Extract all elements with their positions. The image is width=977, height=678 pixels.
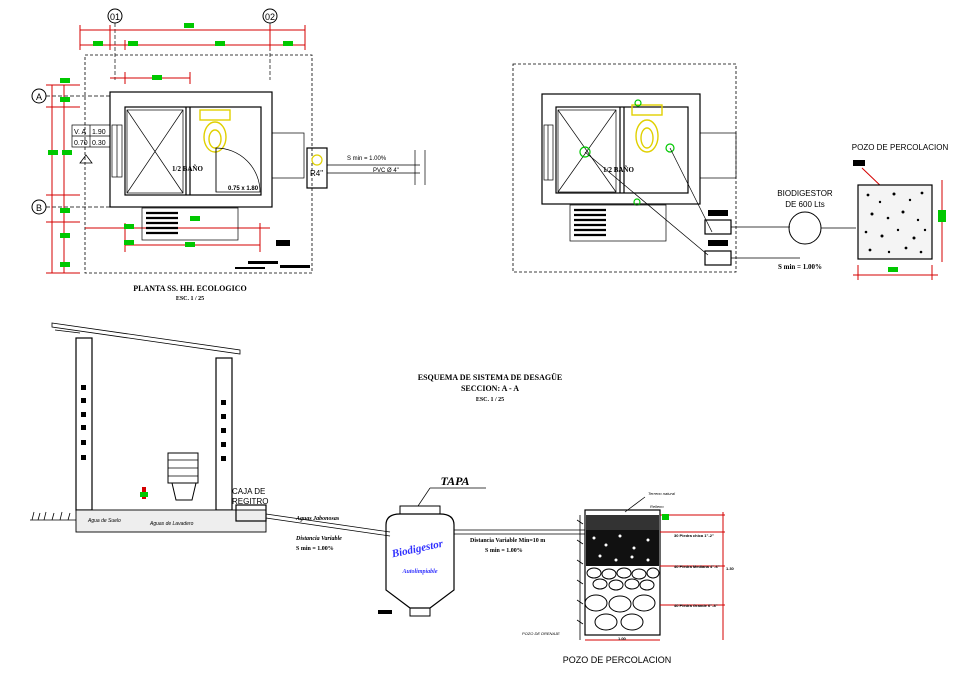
svg-text:1.90: 1.90 xyxy=(92,129,106,136)
plan-inner-wall xyxy=(124,106,262,196)
dist2-label-1: Distancia Variable Min=10 m xyxy=(470,538,545,544)
toilet-fixture xyxy=(199,109,231,153)
caja-label-1: CAJA DE xyxy=(232,487,265,496)
caja-label-2: REGITRO xyxy=(232,497,268,506)
axis-b-label: B xyxy=(36,203,42,213)
section-scale: ESC. 1 / 25 xyxy=(476,397,504,403)
plan-green-tags xyxy=(48,23,293,267)
pozo-depth: 1.30 xyxy=(726,566,735,571)
registry-box-icon xyxy=(311,154,323,166)
biodigestor-sub: Autolimpiable xyxy=(401,569,437,575)
column-right xyxy=(215,357,233,511)
dist-label-1: Distancia Variable xyxy=(295,536,342,542)
section-agua-1: Agua de Suelo xyxy=(87,518,121,524)
axis-2-label: 02 xyxy=(265,12,275,22)
pozo-drenaje-label: POZO DE DRENAJE xyxy=(522,631,560,636)
plan-sink-block xyxy=(141,207,239,241)
layer-3: 40 Piedra Grande 6"-8" xyxy=(674,603,718,608)
layer-1: 30 Piedra chica 1"-2" xyxy=(674,533,714,538)
window-table: V. A 1.90 0.70 0.30 xyxy=(71,124,111,164)
biodigestor-tank: Biodigestor Autolimpiable xyxy=(385,505,455,617)
section-agua-2: Aguas de Lavadero xyxy=(149,521,194,527)
plan-slope-label: S min = 1.00% xyxy=(347,156,387,162)
plan2-slope-label: S min = 1.00% xyxy=(778,263,822,271)
dist2-label-2: S min = 1.00% xyxy=(485,548,523,554)
registry-box-label: R4" xyxy=(310,169,323,178)
biodigestor-label-2: DE 600 Lts xyxy=(785,200,825,209)
biodigestor-symbol xyxy=(788,211,822,245)
section-title: ESQUEMA DE SISTEMA DE DESAGÜE xyxy=(418,373,562,382)
dist-label-2: S min = 1.00% xyxy=(296,546,334,552)
biodigestor-label-1: BIODIGESTOR xyxy=(777,189,833,198)
plan-lot-boundary xyxy=(84,54,313,274)
plan2-view: 1/2 BAÑO BIODIGESTOR DE 600 Lts S min = … xyxy=(512,63,949,280)
door-swing xyxy=(215,147,261,193)
plan2-box-2 xyxy=(704,250,732,266)
terreno-label: Terreno natural xyxy=(648,491,675,496)
registry-box xyxy=(306,147,328,189)
svg-text:0.30: 0.30 xyxy=(92,140,106,147)
pozo-plan-gravel xyxy=(864,191,927,254)
door-size-label: 0.75 x 1.80 xyxy=(228,186,259,192)
plan-scale: ESC. 1 / 25 xyxy=(176,296,204,302)
section-view: ESQUEMA DE SISTEMA DE DESAGÜE SECCION: A… xyxy=(30,322,735,665)
plan-sink-hatch xyxy=(146,211,178,235)
pozo-plan-square xyxy=(857,184,933,260)
pozo-section xyxy=(576,509,661,640)
toilet-elevation xyxy=(167,452,199,501)
svg-text:V. A: V. A xyxy=(74,129,87,136)
section-subtitle: SECCION: A - A xyxy=(461,384,519,393)
roof xyxy=(51,322,241,355)
shower-tray xyxy=(126,109,184,194)
axis-a-label: A xyxy=(36,92,42,102)
layer-2: 40 Piedra Mediana 4"-6" xyxy=(674,564,720,569)
plan2-box-1 xyxy=(704,219,732,235)
column-left xyxy=(75,337,93,511)
plan-pipe-label: PVC Ø 4" xyxy=(373,168,399,174)
plan2-room-label: 1/2 BAÑO xyxy=(603,166,634,174)
biodigestor-name: Biodigestor xyxy=(390,538,445,561)
aguas-jabonosas: Aguas Jabonosas xyxy=(295,516,340,522)
relleno-label: Relleno xyxy=(650,504,664,509)
plan-room-label: 1/2 BAÑO xyxy=(172,165,203,173)
section-pozo-title: POZO DE PERCOLACION xyxy=(563,655,672,665)
pozo-width: 1.00 xyxy=(618,636,627,641)
plan-view: 01 02 A B xyxy=(31,8,426,302)
plan-title: PLANTA SS. HH. ECOLOGICO xyxy=(133,284,246,293)
svg-text:0.70: 0.70 xyxy=(74,140,88,147)
caja-registro xyxy=(235,504,267,522)
axis-1-label: 01 xyxy=(110,12,120,22)
tapa-label: TAPA xyxy=(440,474,469,488)
plan2-pozo-title: POZO DE PERCOLACION xyxy=(852,143,949,152)
plan-dimensions xyxy=(46,25,306,274)
